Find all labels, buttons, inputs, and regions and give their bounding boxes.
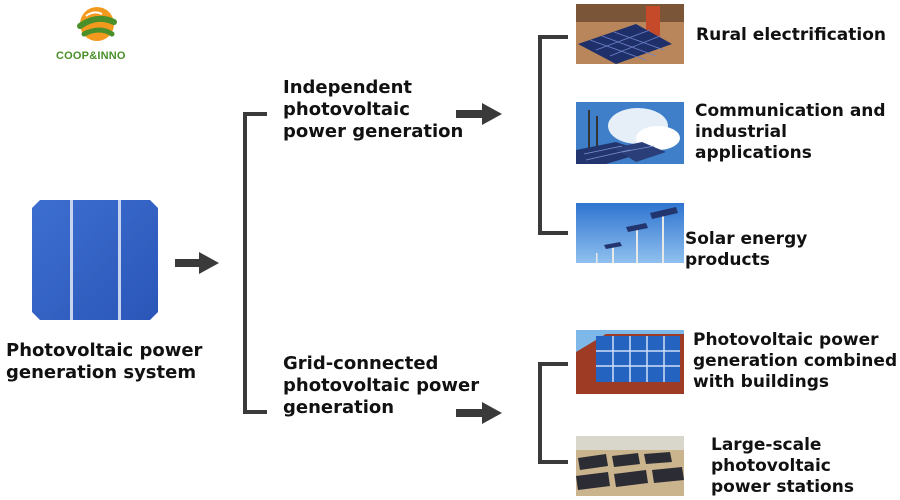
grid-arrow-icon	[456, 402, 502, 424]
grid-bracket-vertical	[538, 362, 542, 464]
grid-bracket-bottom	[538, 460, 568, 464]
logo-text: COOP&INNO	[56, 50, 126, 62]
logo-mark-icon	[77, 7, 117, 41]
communication-mast-image	[576, 102, 684, 164]
solar-street-lights-image	[576, 203, 684, 263]
communication-industrial-label: Communication and industrial application…	[695, 101, 886, 163]
main-bracket-vertical	[243, 112, 247, 414]
independent-bracket-vertical	[538, 35, 542, 235]
branch-grid-label: Grid-connected photovoltaic power genera…	[283, 353, 480, 418]
buildings-label: Photovoltaic power generation combined w…	[693, 330, 898, 392]
rural-electrification-label: Rural electrification	[696, 25, 886, 45]
independent-bracket-top	[538, 35, 568, 39]
solar-cell-icon	[32, 200, 158, 324]
solar-farm-image	[576, 436, 684, 496]
logo: COOP&INNO	[50, 4, 160, 70]
independent-bracket-bottom	[538, 231, 568, 235]
large-scale-stations-label: Large-scale photovoltaic power stations	[711, 435, 854, 497]
main-bracket-top	[243, 112, 267, 116]
solar-energy-products-label: Solar energy products	[685, 229, 808, 270]
rural-solar-panels-image	[576, 4, 684, 64]
main-bracket-bottom	[243, 410, 267, 414]
branch-independent-label: Independent photovoltaic power generatio…	[283, 77, 464, 142]
root-label: Photovoltaic power generation system	[6, 340, 203, 383]
building-roof-panels-image	[576, 330, 684, 394]
independent-arrow-icon	[456, 103, 502, 125]
root-arrow-icon	[175, 252, 219, 274]
grid-bracket-top	[538, 362, 568, 366]
